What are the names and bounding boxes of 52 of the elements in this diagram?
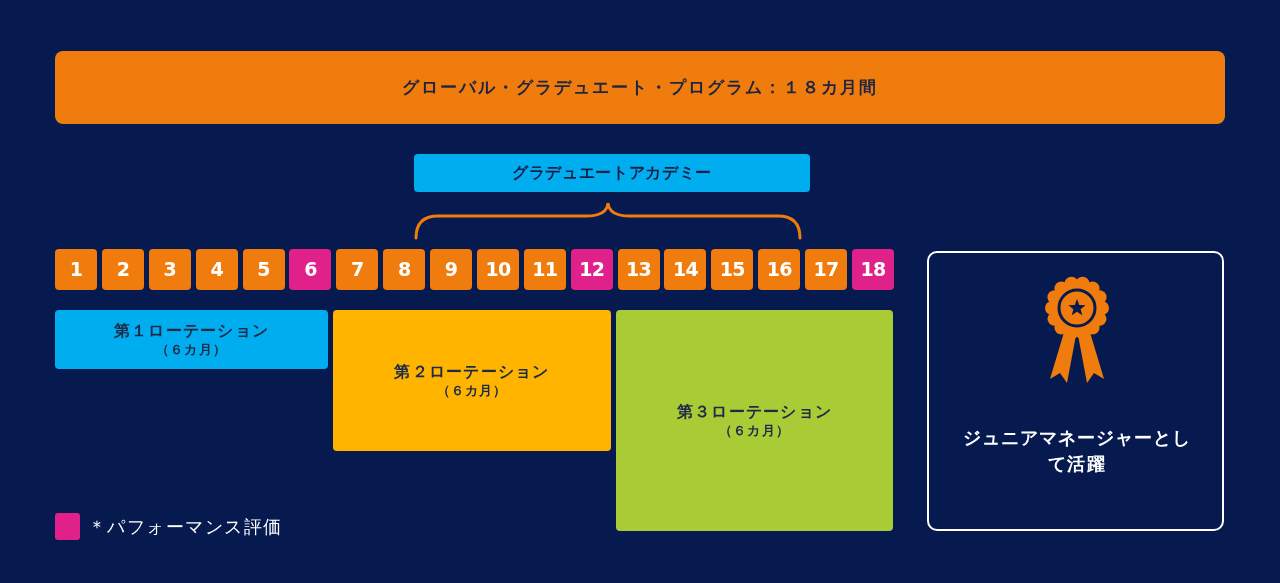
- month-box: [242, 249, 285, 290]
- month-box: [55, 249, 97, 290]
- month-number: 9: [444, 257, 458, 283]
- rotation-duration: （６カ月）: [156, 340, 227, 359]
- evaluation-month-box: [289, 249, 332, 290]
- month-box: [101, 249, 144, 290]
- rotation-title: 第３ローテーション: [676, 401, 833, 422]
- month-number: 18: [860, 257, 886, 283]
- month-box: [195, 249, 238, 290]
- month-box: [476, 249, 519, 290]
- month-box: [523, 249, 566, 290]
- month-box: [336, 249, 379, 290]
- month-box: [617, 249, 660, 290]
- month-box: [664, 249, 707, 290]
- month-number: 12: [579, 257, 605, 283]
- legend-text: ＊パフォーマンス評価: [88, 515, 283, 539]
- month-box: [430, 249, 473, 290]
- academy-title: グラデュエートアカデミー: [512, 162, 712, 184]
- rotation-duration: （６カ月）: [436, 381, 508, 400]
- outcome-card: [927, 251, 1224, 531]
- academy-bar: [414, 154, 810, 192]
- rotation-title: 第１ローテーション: [113, 320, 270, 341]
- rotation-box: [333, 310, 611, 451]
- month-box: [805, 249, 848, 290]
- evaluation-month-box: [851, 249, 894, 290]
- outcome-text: ジュニアマネージャーとして活躍: [961, 426, 1193, 476]
- month-number: 6: [304, 257, 317, 283]
- banner-title: グローバル・グラデュエート・プログラム：１８カ月間: [402, 75, 878, 99]
- rotation-box: [55, 310, 328, 369]
- month-number: 15: [719, 257, 745, 283]
- month-number: 1: [69, 257, 83, 283]
- month-number: 7: [351, 257, 364, 283]
- month-number: 11: [532, 257, 558, 283]
- rotation-box: [616, 310, 893, 531]
- month-box: [383, 249, 426, 290]
- month-number: 8: [397, 257, 411, 283]
- evaluation-month-box: [570, 249, 613, 290]
- month-box: [758, 249, 801, 290]
- rotation-duration: （６カ月）: [719, 421, 790, 440]
- month-number: 14: [672, 257, 698, 283]
- month-number: 3: [163, 257, 176, 283]
- month-number: 16: [766, 257, 792, 283]
- month-number: 2: [116, 257, 130, 283]
- program-banner: [55, 51, 1225, 124]
- rotation-title: 第２ローテーション: [394, 361, 550, 382]
- month-box: [711, 249, 754, 290]
- month-number: 4: [210, 257, 223, 283]
- month-box: [148, 249, 191, 290]
- month-number: 13: [626, 257, 651, 283]
- month-number: 17: [813, 257, 839, 283]
- month-number: 5: [257, 257, 270, 283]
- month-number: 10: [485, 257, 511, 283]
